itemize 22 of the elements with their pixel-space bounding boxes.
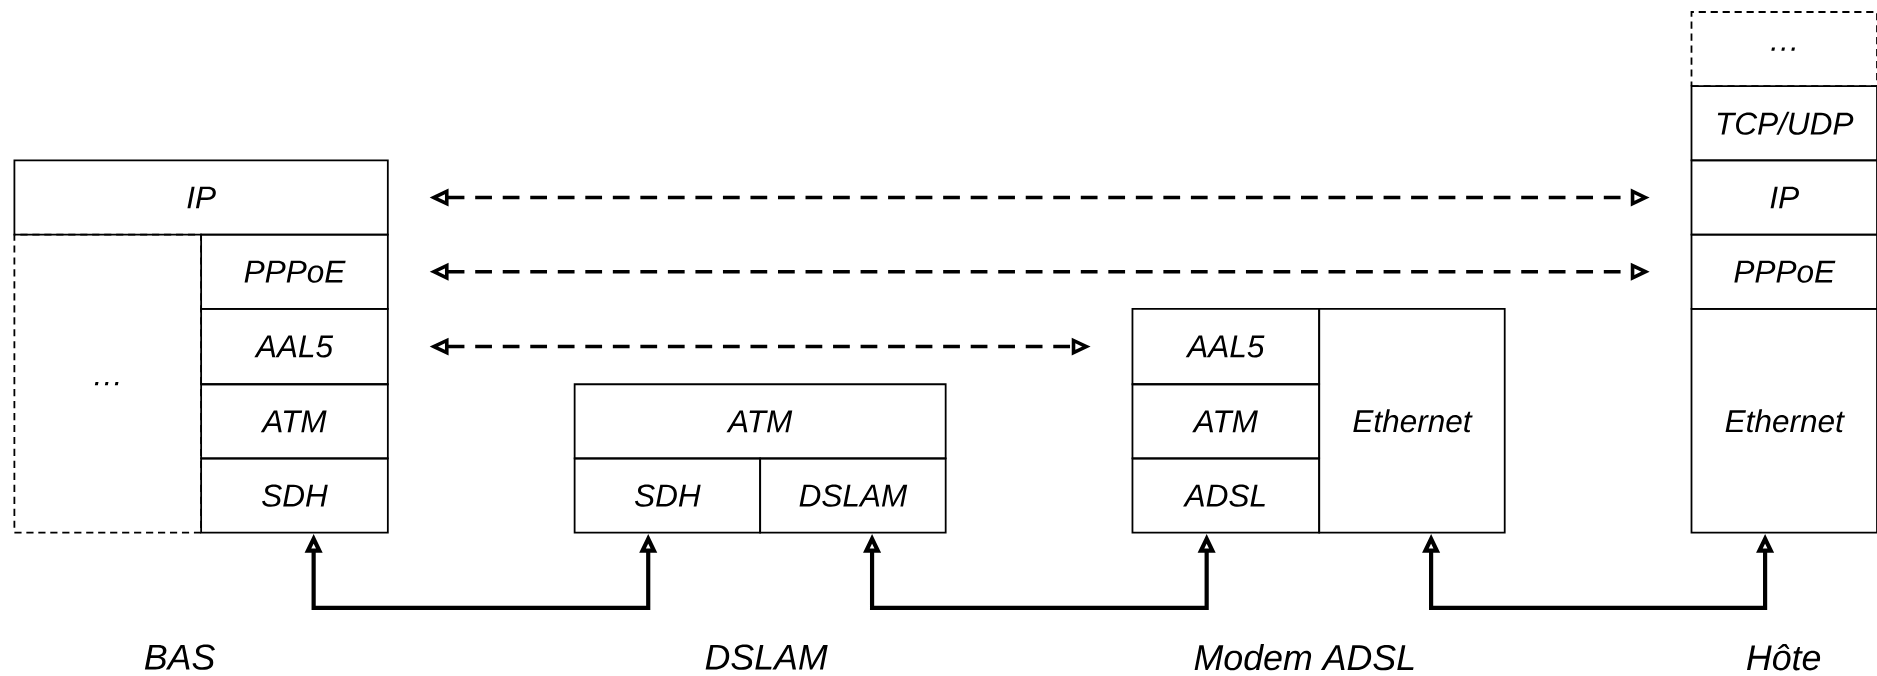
layer-box: … — [1690, 10, 1877, 87]
device-label: Modem ADSL — [1194, 643, 1414, 671]
layer-box: … — [13, 233, 202, 534]
layer-box: DSLAM — [759, 457, 947, 534]
layer-box: AAL5 — [200, 307, 389, 385]
layer-box: ATM — [573, 383, 947, 460]
device-label: BAS — [144, 644, 215, 670]
device-label: DSLAM — [705, 644, 828, 670]
layer-box: Ethernet — [1318, 307, 1506, 534]
layer-box: AAL5 — [1131, 307, 1321, 385]
layer-box: SDH — [200, 457, 389, 534]
layer-box: ATM — [200, 383, 389, 460]
layer-box: TCP/UDP — [1690, 85, 1877, 162]
layer-box: ATM — [1131, 383, 1321, 460]
layer-box: IP — [13, 159, 389, 236]
layer-box: PPPoE — [200, 233, 389, 310]
layer-box: SDH — [573, 457, 762, 534]
layer-box: PPPoE — [1690, 233, 1877, 310]
layer-box: ADSL — [1131, 457, 1321, 534]
device-label: Hôte — [1747, 643, 1821, 671]
layer-box: Ethernet — [1690, 307, 1877, 534]
layer-box: IP — [1690, 159, 1877, 236]
